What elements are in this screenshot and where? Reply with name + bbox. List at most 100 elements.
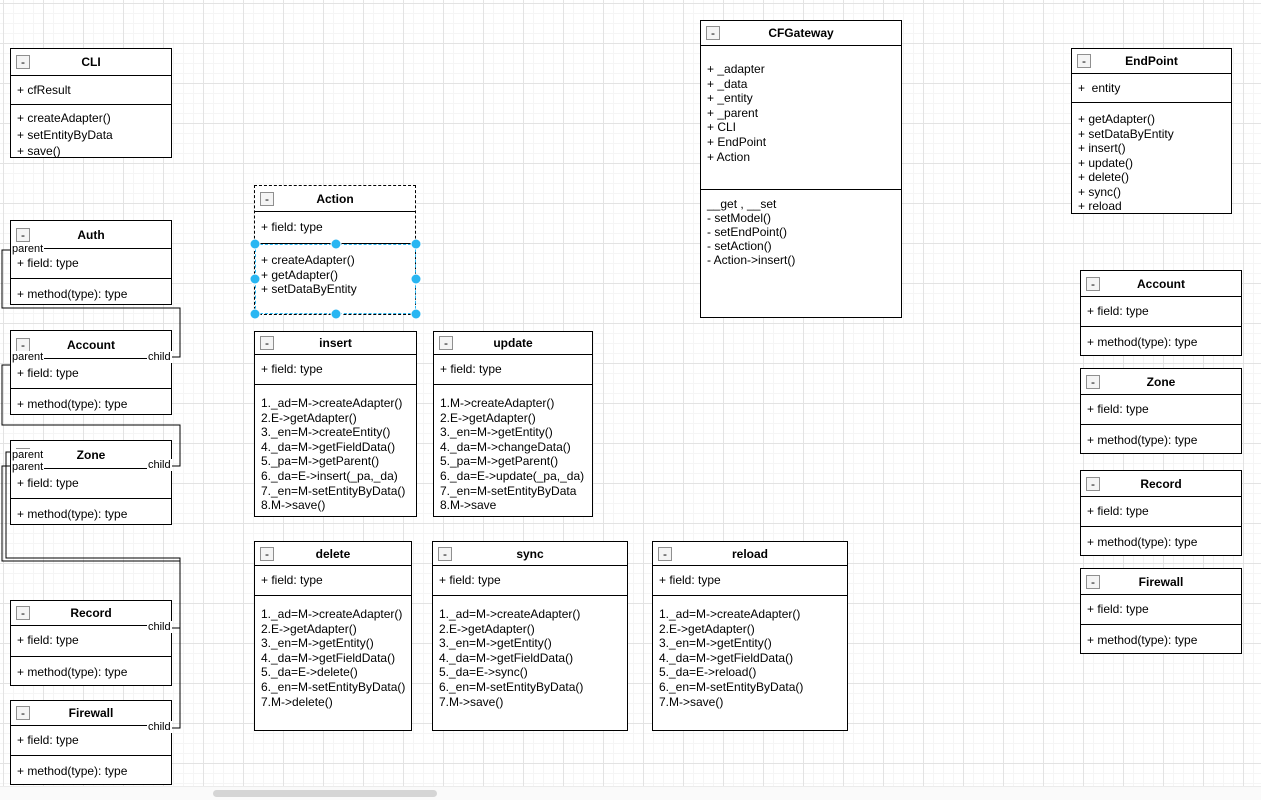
class-methods[interactable]: + method(type): type — [1081, 327, 1241, 355]
class-header[interactable]: - insert — [255, 332, 416, 355]
class-fields[interactable]: + field: type — [255, 355, 416, 385]
class-header[interactable]: - Auth — [11, 221, 171, 249]
class-box-account-left[interactable]: - Account + field: type + method(type): … — [10, 330, 172, 415]
class-methods[interactable]: + method(type): type — [1081, 625, 1241, 653]
collapse-icon[interactable]: - — [706, 26, 720, 40]
class-fields[interactable]: + field: type — [1081, 395, 1241, 425]
class-box-cli[interactable]: - CLI + cfResult + createAdapter()+ setE… — [10, 48, 172, 158]
collapse-icon[interactable]: - — [1077, 54, 1091, 68]
class-box-update[interactable]: - update + field: type 1.M->createAdapte… — [433, 331, 593, 517]
class-methods[interactable]: 1._ad=M->createAdapter()2.E->getAdapter(… — [653, 596, 847, 730]
class-box-endpoint[interactable]: - EndPoint + entity + getAdapter()+ setD… — [1071, 48, 1232, 214]
collapse-icon[interactable]: - — [1086, 374, 1100, 389]
class-methods[interactable]: 1.M->createAdapter()2.E->getAdapter()3._… — [434, 385, 592, 516]
collapse-icon[interactable]: - — [16, 447, 30, 462]
class-methods[interactable]: + method(type): type — [1081, 425, 1241, 453]
class-fields[interactable]: + field: type — [11, 359, 171, 389]
collapse-icon[interactable]: - — [260, 336, 274, 350]
uml-edge-auth-account[interactable] — [1, 249, 181, 358]
collapse-icon[interactable]: - — [439, 336, 453, 350]
class-fields[interactable]: + field: type — [11, 726, 171, 756]
uml-edge-zone-record[interactable] — [5, 451, 181, 629]
class-header[interactable]: - delete — [255, 542, 411, 566]
class-box-sync[interactable]: - sync + field: type 1._ad=M->createAdap… — [432, 541, 628, 731]
horizontal-scrollbar[interactable] — [0, 786, 1261, 800]
class-methods[interactable]: + method(type): type — [11, 389, 171, 414]
class-box-record-right[interactable]: - Record + field: type + method(type): t… — [1080, 470, 1242, 556]
class-header[interactable]: - Action — [255, 186, 415, 212]
class-header[interactable]: - reload — [653, 542, 847, 566]
collapse-icon[interactable]: - — [438, 546, 452, 561]
class-header[interactable]: - Firewall — [1081, 569, 1241, 595]
class-box-delete[interactable]: - delete + field: type 1._ad=M->createAd… — [254, 541, 412, 731]
class-fields[interactable]: + field: type — [653, 566, 847, 596]
class-header[interactable]: - EndPoint — [1072, 49, 1231, 74]
class-methods[interactable]: + createAdapter()+ setEntityByData+ save… — [11, 105, 171, 157]
class-box-zone-left[interactable]: - Zone + field: type + method(type): typ… — [10, 440, 172, 525]
collapse-icon[interactable]: - — [16, 337, 30, 352]
method-line: 1._ad=M->createAdapter() — [261, 396, 403, 410]
class-header[interactable]: - Zone — [11, 441, 171, 469]
field-line: + field: type — [1087, 602, 1149, 616]
uml-edge-zone-firewall[interactable] — [1, 465, 181, 729]
class-box-record-left[interactable]: - Record + field: type + method(type): t… — [10, 600, 172, 686]
collapse-icon[interactable]: - — [1086, 476, 1100, 491]
class-box-reload[interactable]: - reload + field: type 1._ad=M->createAd… — [652, 541, 848, 731]
class-box-cfgateway[interactable]: - CFGateway + _adapter+ _data+ _entity+ … — [700, 20, 902, 318]
class-header[interactable]: - Zone — [1081, 369, 1241, 395]
class-box-auth[interactable]: - Auth + field: type + method(type): typ… — [10, 220, 172, 305]
collapse-icon[interactable]: - — [260, 546, 274, 561]
class-fields[interactable]: + entity — [1072, 74, 1231, 103]
class-fields[interactable]: + cfResult — [11, 76, 171, 105]
class-fields[interactable]: + field: type — [433, 566, 627, 596]
class-box-zone-right[interactable]: - Zone + field: type + method(type): typ… — [1080, 368, 1242, 454]
class-header[interactable]: - update — [434, 332, 592, 355]
class-fields[interactable]: + field: type — [1081, 595, 1241, 625]
class-header[interactable]: - sync — [433, 542, 627, 566]
class-header[interactable]: - Account — [11, 331, 171, 359]
class-methods[interactable]: + method(type): type — [11, 499, 171, 524]
collapse-icon[interactable]: - — [16, 227, 30, 242]
collapse-icon[interactable]: - — [658, 546, 672, 561]
class-fields[interactable]: + field: type — [255, 212, 415, 244]
class-fields[interactable]: + field: type — [255, 566, 411, 596]
class-fields[interactable]: + field: type — [1081, 297, 1241, 327]
collapse-icon[interactable]: - — [16, 606, 30, 620]
class-header[interactable]: - Record — [1081, 471, 1241, 497]
class-fields[interactable]: + _adapter+ _data+ _entity+ _parent+ CLI… — [701, 46, 901, 190]
class-fields[interactable]: + field: type — [11, 626, 171, 657]
class-header[interactable]: - Record — [11, 601, 171, 626]
uml-edge-account-zone[interactable] — [1, 364, 181, 467]
collapse-icon[interactable]: - — [16, 706, 30, 720]
class-methods[interactable]: 1._ad=M->createAdapter()2.E->getAdapter(… — [255, 596, 411, 730]
class-methods[interactable]: + method(type): type — [11, 279, 171, 304]
class-header[interactable]: - CLI — [11, 49, 171, 76]
class-box-account-right[interactable]: - Account + field: type + method(type): … — [1080, 270, 1242, 356]
class-methods[interactable]: 1._ad=M->createAdapter()2.E->getAdapter(… — [255, 385, 416, 516]
collapse-icon[interactable]: - — [1086, 276, 1100, 291]
class-box-action[interactable]: - Action + field: type + createAdapter()… — [254, 185, 416, 315]
class-fields[interactable]: + field: type — [11, 469, 171, 499]
class-methods[interactable]: __get , __set- setModel()- setEndPoint()… — [701, 190, 901, 317]
class-methods[interactable]: + getAdapter()+ setDataByEntity+ insert(… — [1072, 103, 1231, 213]
class-methods[interactable]: + method(type): type — [11, 657, 171, 685]
scrollbar-thumb[interactable] — [213, 790, 437, 797]
class-fields[interactable]: + field: type — [434, 355, 592, 385]
collapse-icon[interactable]: - — [16, 55, 30, 69]
class-fields[interactable]: + field: type — [11, 249, 171, 279]
class-methods[interactable]: + createAdapter()+ getAdapter()+ setData… — [255, 244, 415, 314]
class-box-firewall-right[interactable]: - Firewall + field: type + method(type):… — [1080, 568, 1242, 654]
class-header[interactable]: - Account — [1081, 271, 1241, 297]
class-methods[interactable]: 1._ad=M->createAdapter()2.E->getAdapter(… — [433, 596, 627, 730]
field-line: + field: type — [1087, 504, 1149, 518]
class-methods[interactable]: + method(type): type — [1081, 527, 1241, 555]
class-header[interactable]: - Firewall — [11, 701, 171, 726]
class-box-firewall-left[interactable]: - Firewall + field: type + method(type):… — [10, 700, 172, 785]
class-fields[interactable]: + field: type — [1081, 497, 1241, 527]
collapse-icon[interactable]: - — [260, 191, 274, 206]
class-box-insert[interactable]: - insert + field: type 1._ad=M->createAd… — [254, 331, 417, 517]
collapse-icon[interactable]: - — [1086, 574, 1100, 589]
class-header[interactable]: - CFGateway — [701, 21, 901, 46]
class-methods[interactable]: + method(type): type — [11, 756, 171, 784]
